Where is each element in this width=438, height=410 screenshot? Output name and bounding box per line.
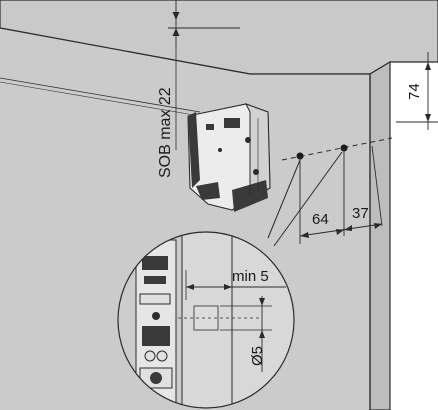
cabinet-front-edge: [369, 60, 391, 410]
dimension-37-label: 37: [352, 205, 369, 222]
dimension-sob: SOB max 22: [157, 0, 240, 178]
min-5-label: min 5: [232, 268, 269, 285]
diameter-5-label: Ø5: [249, 346, 266, 366]
dimension-74: 74: [390, 52, 438, 130]
sob-max-label: SOB max 22: [157, 87, 174, 178]
dimension-74-label: 74: [406, 83, 423, 100]
dimension-64-label: 64: [312, 211, 329, 228]
screw-holes: [281, 137, 393, 244]
detail-leader-lines: [267, 151, 343, 247]
dimension-64-37: 64 37: [299, 205, 383, 238]
detail-magnifier: min 5 Ø5: [117, 231, 295, 409]
lift-mechanism-icon: [187, 103, 271, 212]
